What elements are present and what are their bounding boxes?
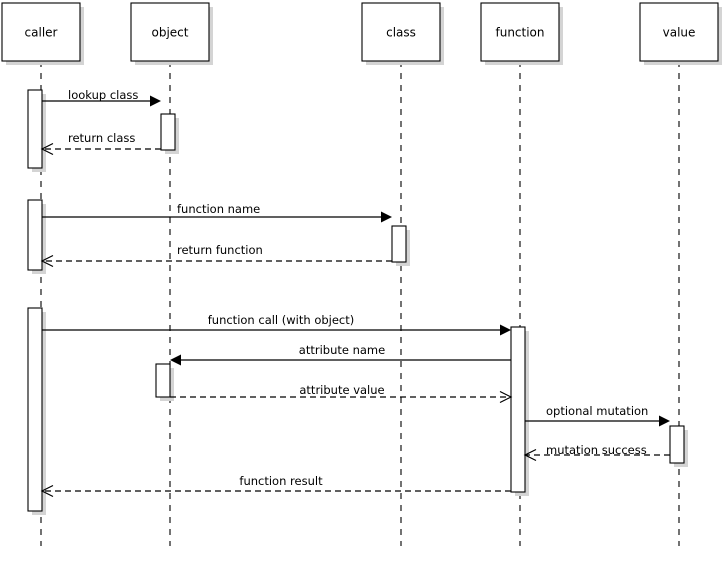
message-label-m4: return function (177, 243, 263, 257)
message-m5[interactable]: function call (with object) (42, 313, 511, 336)
messages-group: lookup class return class function name ret… (40, 88, 670, 498)
activation-bar-caller-a2[interactable] (27, 199, 43, 271)
message-label-m2: return class (68, 131, 135, 145)
arrowhead-m7 (499, 390, 513, 404)
lifelines-group (40, 61, 680, 546)
activation-bar-caller-a1[interactable] (27, 89, 43, 169)
activation-bar-value-a1[interactable] (669, 425, 685, 464)
arrowhead-m6 (170, 354, 181, 366)
message-m1[interactable]: lookup class (42, 88, 161, 107)
participant-box-object[interactable] (130, 2, 210, 62)
activation-bar-object-a1[interactable] (160, 113, 176, 151)
arrowhead-m4 (40, 254, 54, 268)
message-m8[interactable]: optional mutation (525, 404, 670, 427)
arrowhead-m1 (150, 95, 161, 107)
arrowhead-m9 (523, 448, 537, 462)
message-m7[interactable]: attribute value (170, 383, 513, 404)
participant-label-object: object (152, 26, 189, 40)
arrowhead-m3 (381, 211, 392, 223)
activation-bar-class-a1[interactable] (391, 225, 407, 263)
message-label-m5: function call (with object) (208, 313, 355, 327)
message-m10[interactable]: function result (40, 474, 511, 498)
message-label-m1: lookup class (68, 88, 138, 102)
participant-box-class[interactable] (361, 2, 441, 62)
message-label-m6: attribute name (299, 343, 385, 357)
message-m4[interactable]: return function (40, 243, 392, 268)
message-label-m3: function name (177, 202, 260, 216)
participants-group: caller object class function value (1, 2, 722, 65)
participant-label-value: value (663, 26, 696, 40)
message-label-m8: optional mutation (546, 404, 648, 418)
message-m3[interactable]: function name (42, 202, 392, 223)
participant-box-function[interactable] (480, 2, 560, 62)
participant-label-function: function (495, 26, 544, 40)
activations-group (27, 89, 688, 515)
activation-bar-object-a2[interactable] (155, 363, 171, 398)
activation-bar-caller-a3[interactable] (27, 307, 43, 512)
participant-box-value[interactable] (639, 2, 719, 62)
arrowhead-m10 (40, 484, 54, 498)
participant-label-class: class (386, 26, 416, 40)
participant-label-caller: caller (25, 26, 58, 40)
message-m9[interactable]: mutation success (523, 443, 670, 462)
arrowhead-m8 (659, 415, 670, 427)
message-label-m7: attribute value (299, 383, 384, 397)
arrowhead-m5 (500, 324, 511, 336)
message-label-m10: function result (239, 474, 323, 488)
message-m2[interactable]: return class (40, 131, 161, 156)
activation-bar-function-a1[interactable] (510, 326, 526, 493)
participant-box-caller[interactable] (1, 2, 81, 62)
message-label-m9: mutation success (546, 443, 647, 457)
message-m6[interactable]: attribute name (170, 343, 511, 366)
arrowhead-m2 (40, 142, 54, 156)
